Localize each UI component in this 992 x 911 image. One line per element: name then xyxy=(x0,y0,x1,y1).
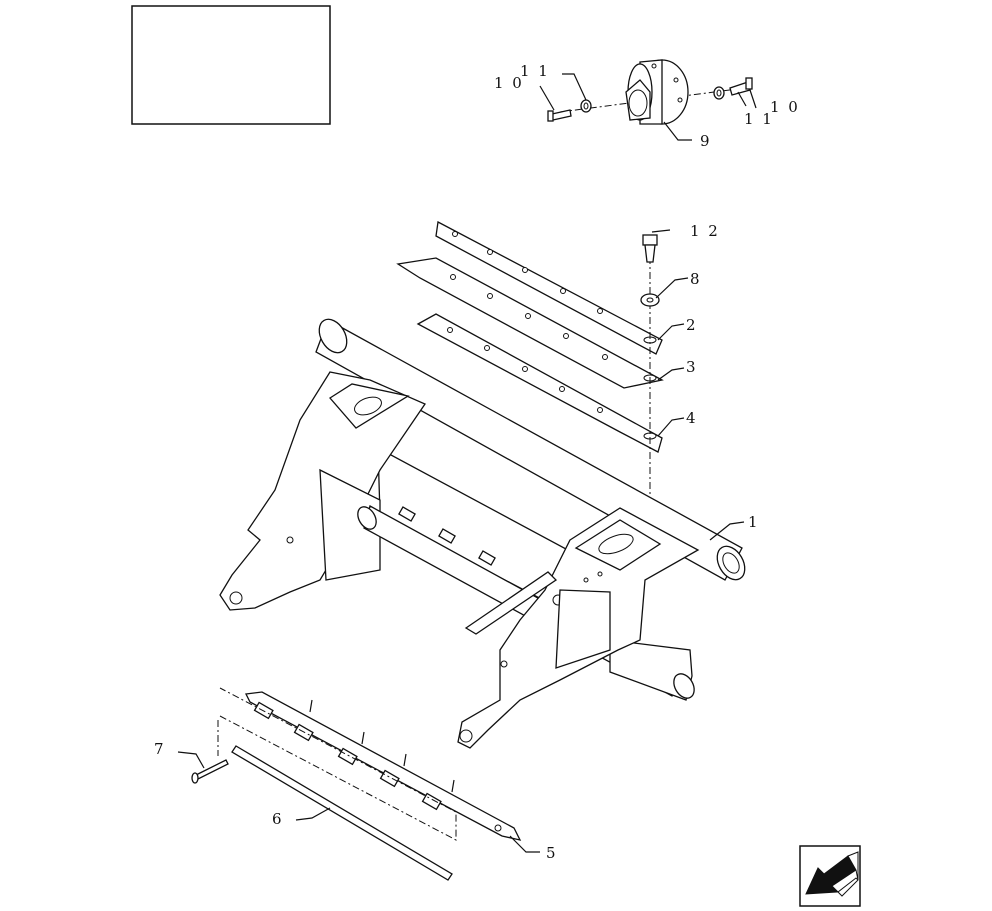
lower-tube-pins xyxy=(398,506,496,566)
leader-lines xyxy=(177,73,757,853)
rod-6 xyxy=(231,745,453,881)
callout-11-left: 1 1 xyxy=(520,62,550,80)
plate-2 xyxy=(435,220,663,355)
callout-10-left: 1 0 xyxy=(494,74,524,92)
callout-7: 7 xyxy=(154,740,166,758)
pin-7 xyxy=(191,759,229,784)
callout-9: 9 xyxy=(700,132,712,150)
callout-3: 3 xyxy=(686,358,698,376)
plate-4 xyxy=(416,313,663,453)
callout-6: 6 xyxy=(272,810,284,828)
bar-5 xyxy=(245,691,522,841)
callout-5: 5 xyxy=(546,844,558,862)
callout-11-right: 1 1 xyxy=(744,110,774,128)
bar-dashed-outline xyxy=(219,687,457,841)
main-frame xyxy=(219,318,746,749)
callout-12: 1 2 xyxy=(690,222,720,240)
callout-2: 2 xyxy=(686,316,698,334)
bolt-12 xyxy=(642,234,658,500)
callout-10-right: 1 0 xyxy=(770,98,800,116)
callout-1: 1 xyxy=(748,513,760,531)
plate-3 xyxy=(396,257,664,389)
back-arrow-button[interactable] xyxy=(799,845,861,907)
callout-8: 8 xyxy=(690,270,702,288)
inset-frame xyxy=(131,5,331,125)
washer-8 xyxy=(640,293,660,307)
arrow-back-icon xyxy=(805,851,859,897)
callout-4: 4 xyxy=(686,409,698,427)
flange-hub-assembly xyxy=(547,59,753,125)
